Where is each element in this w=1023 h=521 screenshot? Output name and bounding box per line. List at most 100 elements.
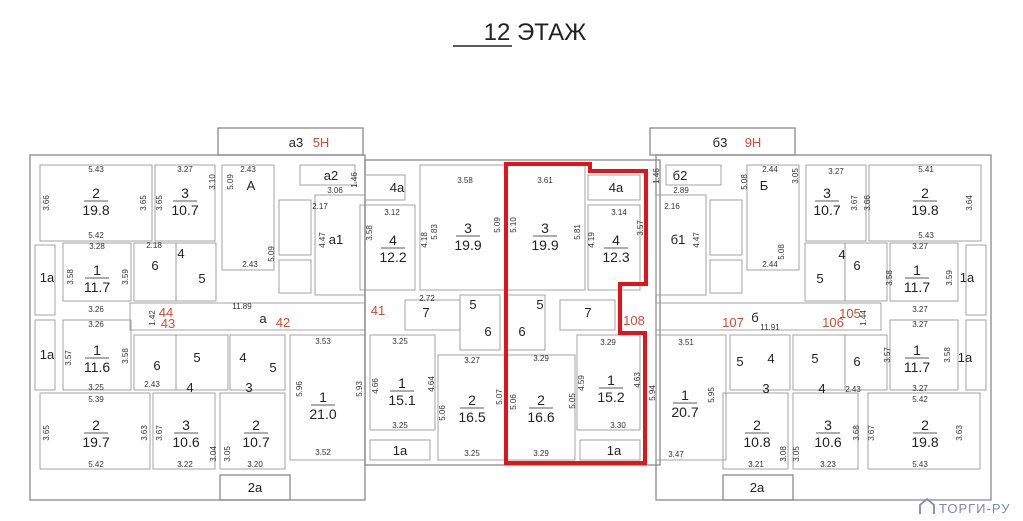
label: 1а <box>40 347 55 362</box>
room-number: 2 <box>468 392 476 408</box>
room-number: 3 <box>823 185 831 201</box>
dimension: 3.57 <box>883 347 892 363</box>
dimension: 3.66 <box>863 195 872 211</box>
dimension: 2.16 <box>664 202 680 211</box>
room-number: 1 <box>681 387 689 403</box>
room: 219.7 <box>82 417 109 450</box>
dimension: 2.43 <box>242 260 258 269</box>
dimension: 3.67 <box>155 425 164 441</box>
room: 216.6 <box>527 392 554 425</box>
room: 111.7 <box>904 342 930 375</box>
label: 1а <box>40 270 55 285</box>
label: 4 <box>186 380 193 395</box>
dimension: 5.09 <box>493 217 502 233</box>
label-red: 5Н <box>313 135 330 150</box>
label: 6 <box>853 258 860 273</box>
dimension: 2.43 <box>240 165 256 174</box>
dimension: 5.95 <box>707 387 716 403</box>
label-red: 41 <box>371 303 385 318</box>
label: 3 <box>245 380 252 395</box>
dimension: 3.08 <box>779 446 788 462</box>
room: 216.5 <box>458 392 485 425</box>
dimension: 3.61 <box>537 176 553 185</box>
room: 115.1 <box>388 375 415 408</box>
dimension: 1.46 <box>350 172 359 188</box>
label: 5 <box>193 350 200 365</box>
dimension: 3.28 <box>89 242 105 251</box>
dimension: 5.39 <box>88 395 104 404</box>
dimension: 3.63 <box>140 425 149 441</box>
label-red: 44 <box>159 305 173 320</box>
dimension: 5.43 <box>912 460 928 469</box>
dimension: 3.57 <box>636 220 645 236</box>
dimension: 5.05 <box>568 393 577 409</box>
room-number: 2 <box>753 417 761 433</box>
room-number: 4 <box>389 232 397 248</box>
room-area: 19.9 <box>531 237 558 253</box>
label: 7 <box>422 305 429 320</box>
dimension: 3.67 <box>867 425 876 441</box>
dimension: 3.27 <box>912 242 928 251</box>
label-red: 107 <box>722 315 744 330</box>
dimension: 3.64 <box>965 195 974 211</box>
room: 412.3 <box>602 232 629 265</box>
room-area: 15.1 <box>388 392 415 408</box>
watermark-text: ТОРГИ-РУ <box>939 501 1011 516</box>
walls <box>29 127 992 501</box>
room-area: 20.7 <box>671 404 698 420</box>
room: 219.8 <box>911 185 938 218</box>
dimension: 5.83 <box>430 224 439 240</box>
dimension: 3.05 <box>791 168 800 184</box>
room: 319.9 <box>531 220 558 253</box>
label: 4а <box>390 180 405 195</box>
dimension: 5.08 <box>740 174 749 190</box>
label: б2 <box>673 168 688 183</box>
room-area: 19.9 <box>454 237 481 253</box>
dimension: 3.51 <box>678 338 694 347</box>
label: 4а <box>609 180 624 195</box>
dimension: 3.68 <box>852 425 861 441</box>
label-red: 106 <box>822 315 844 330</box>
room: 210.7 <box>242 417 269 450</box>
room-area: 12.3 <box>602 249 629 265</box>
room-number: 2 <box>92 417 100 433</box>
dimension: 2.18 <box>146 241 162 250</box>
label: 6 <box>853 354 860 369</box>
selected-apartment-outline[interactable] <box>504 162 648 465</box>
room-number: 1 <box>607 372 615 388</box>
dimension: 3.27 <box>912 305 928 314</box>
room-area: 16.6 <box>527 409 554 425</box>
room-number: 1 <box>913 262 921 278</box>
dimension: 2.44 <box>762 165 778 174</box>
dimension: 11.91 <box>760 323 780 332</box>
room: 111.7 <box>904 262 930 295</box>
room-number: 3 <box>182 417 190 433</box>
dimension: 5.42 <box>88 460 104 469</box>
dimension: 5.10 <box>509 217 518 233</box>
dimension: 5.43 <box>918 231 934 240</box>
room: 310.6 <box>172 417 199 450</box>
room-area: 19.8 <box>82 202 109 218</box>
room-area: 15.2 <box>597 389 624 405</box>
dimension: 3.27 <box>912 384 928 393</box>
dimension: 3.66 <box>42 195 51 211</box>
room: 310.7 <box>171 185 198 218</box>
room: 310.6 <box>814 417 841 450</box>
dimension: 3.26 <box>88 305 104 314</box>
dimension: 3.30 <box>610 421 626 430</box>
room-number: 3 <box>541 220 549 236</box>
dimension: 2.43 <box>144 380 160 389</box>
room-number: 2 <box>252 417 260 433</box>
dimension: 3.25 <box>88 383 104 392</box>
dimension: 3.20 <box>247 460 263 469</box>
label: 4 <box>818 381 825 396</box>
dimension: 5.81 <box>573 224 582 240</box>
label: 4 <box>838 247 845 262</box>
room-area: 19.8 <box>911 434 938 450</box>
dimension: 5.07 <box>495 389 504 405</box>
label: 5 <box>816 271 823 286</box>
dimension: 3.58 <box>365 225 374 241</box>
dimension: 5.09 <box>267 246 276 262</box>
dimension: 5.06 <box>509 394 518 410</box>
